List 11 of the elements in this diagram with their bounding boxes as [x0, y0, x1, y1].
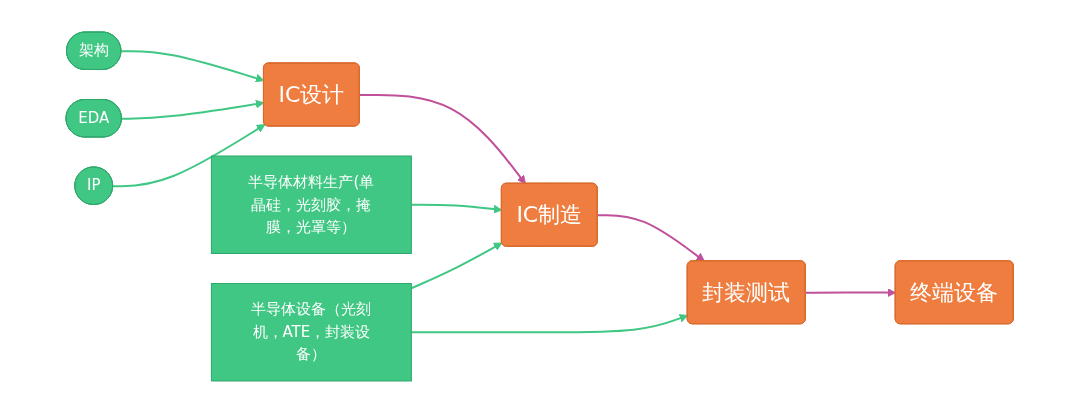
node-box: 半导体设备（光刻机，ATE，封装设备）	[211, 282, 413, 381]
arrow	[410, 313, 689, 333]
node-box: 半导体材料生产(单晶硅，光刻胶，掩膜，光罩等）	[211, 155, 413, 254]
arrow	[112, 123, 266, 187]
arrow	[121, 99, 265, 120]
arrow	[120, 49, 265, 82]
arrow	[410, 242, 503, 289]
arrow	[597, 213, 706, 262]
arrow	[805, 287, 897, 297]
arrow	[359, 93, 527, 184]
arrow	[410, 203, 503, 213]
